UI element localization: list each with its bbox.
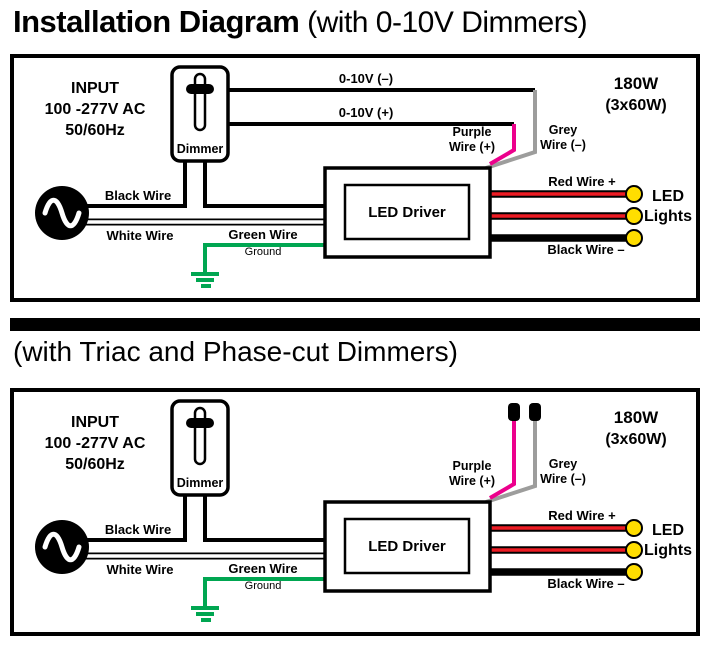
power-label-line1: 180W (614, 408, 659, 427)
green-wire-label: Green Wire (228, 227, 297, 242)
led-light-1 (625, 185, 643, 203)
black-wire-label: Black Wire (105, 188, 171, 203)
led-lights-label-line2: Lights (644, 208, 692, 225)
black-wire-label: Black Wire (105, 522, 171, 537)
purple-wire (488, 124, 516, 166)
input-label-line1: INPUT (71, 414, 119, 431)
input-label-line2: 100 -277V AC (45, 435, 146, 452)
purple-wire-label-line2: Wire (+) (449, 140, 495, 154)
grey-wire-label-line2: Wire (–) (540, 472, 586, 486)
red-wire-label: Red Wire + (548, 174, 616, 189)
sine-wave-icon (42, 531, 82, 563)
grey-wire-label-line1: Grey (549, 457, 578, 471)
power-label-line2: (3x60W) (605, 431, 666, 448)
power-label-line2: (3x60W) (605, 97, 666, 114)
black-wire (87, 159, 325, 208)
wire-cap-1 (508, 403, 520, 421)
grey-wire (485, 419, 537, 504)
led-light-3 (625, 229, 643, 247)
label-0-10v-neg: 0-10V (–) (339, 71, 393, 86)
ground-label: Ground (245, 580, 282, 592)
grey-wire-label-line2: Wire (–) (540, 138, 586, 152)
dimmer-label: Dimmer (177, 142, 224, 156)
sine-wave-icon (42, 197, 82, 229)
label-0-10v-pos: 0-10V (+) (339, 105, 394, 120)
black-wire-neg-label: Black Wire – (547, 576, 624, 591)
input-label-line3: 50/60Hz (65, 122, 125, 139)
green-wire (203, 243, 325, 272)
section-divider (10, 318, 700, 331)
red-wire-label: Red Wire + (548, 508, 616, 523)
led-light-2 (625, 541, 643, 559)
dimmer-slider-handle (186, 84, 214, 94)
dimmer-slider-handle (186, 418, 214, 428)
grey-wire (485, 90, 537, 170)
wire-cap-2 (529, 403, 541, 421)
page-title: Installation Diagram (with 0-10V Dimmers… (13, 4, 588, 40)
page-title-main: Installation Diagram (13, 4, 300, 39)
purple-wire (488, 419, 516, 500)
led-driver-label: LED Driver (368, 538, 446, 555)
diagram-triac: INPUT 100 -277V AC 50/60Hz 180W (3x60W) … (10, 388, 700, 636)
dimmer-slider-track (193, 406, 207, 466)
led-lights-label-line2: Lights (644, 542, 692, 559)
input-label-line1: INPUT (71, 80, 119, 97)
led-light-3 (625, 563, 643, 581)
wiring-diagram-triac: INPUT 100 -277V AC 50/60Hz 180W (3x60W) … (35, 399, 692, 622)
led-light-1 (625, 519, 643, 537)
led-driver-label: LED Driver (368, 204, 446, 221)
black-wire-neg-label: Black Wire – (547, 242, 624, 257)
purple-wire-label-line1: Purple (453, 125, 492, 139)
power-label-line1: 180W (614, 74, 659, 93)
dimmer-slider-track (193, 72, 207, 132)
led-driver-inner-box (343, 517, 471, 575)
ground-label: Ground (245, 246, 282, 258)
black-wire (87, 493, 325, 542)
ground-icon (191, 272, 219, 288)
wiring-diagram-0-10v: INPUT 100 -277V AC 50/60Hz 180W (3x60W) … (35, 65, 692, 288)
green-wire-label: Green Wire (228, 561, 297, 576)
white-wire-label: White Wire (106, 562, 173, 577)
white-wire-label: White Wire (106, 228, 173, 243)
input-label-line3: 50/60Hz (65, 456, 125, 473)
purple-wire-label-line2: Wire (+) (449, 474, 495, 488)
dimmer-label: Dimmer (177, 476, 224, 490)
page-title-suffix: (with 0-10V Dimmers) (299, 6, 588, 39)
grey-wire-label-line1: Grey (549, 123, 578, 137)
purple-wire-label-line1: Purple (453, 459, 492, 473)
led-light-2 (625, 207, 643, 225)
diagram-0-10v: INPUT 100 -277V AC 50/60Hz 180W (3x60W) … (10, 54, 700, 302)
led-lights-label-line1: LED (652, 522, 684, 539)
led-driver-inner-box (343, 183, 471, 241)
led-lights-label-line1: LED (652, 188, 684, 205)
ground-icon (191, 606, 219, 622)
input-label-line2: 100 -277V AC (45, 101, 146, 118)
section2-title: (with Triac and Phase-cut Dimmers) (13, 336, 459, 367)
green-wire (203, 577, 325, 606)
